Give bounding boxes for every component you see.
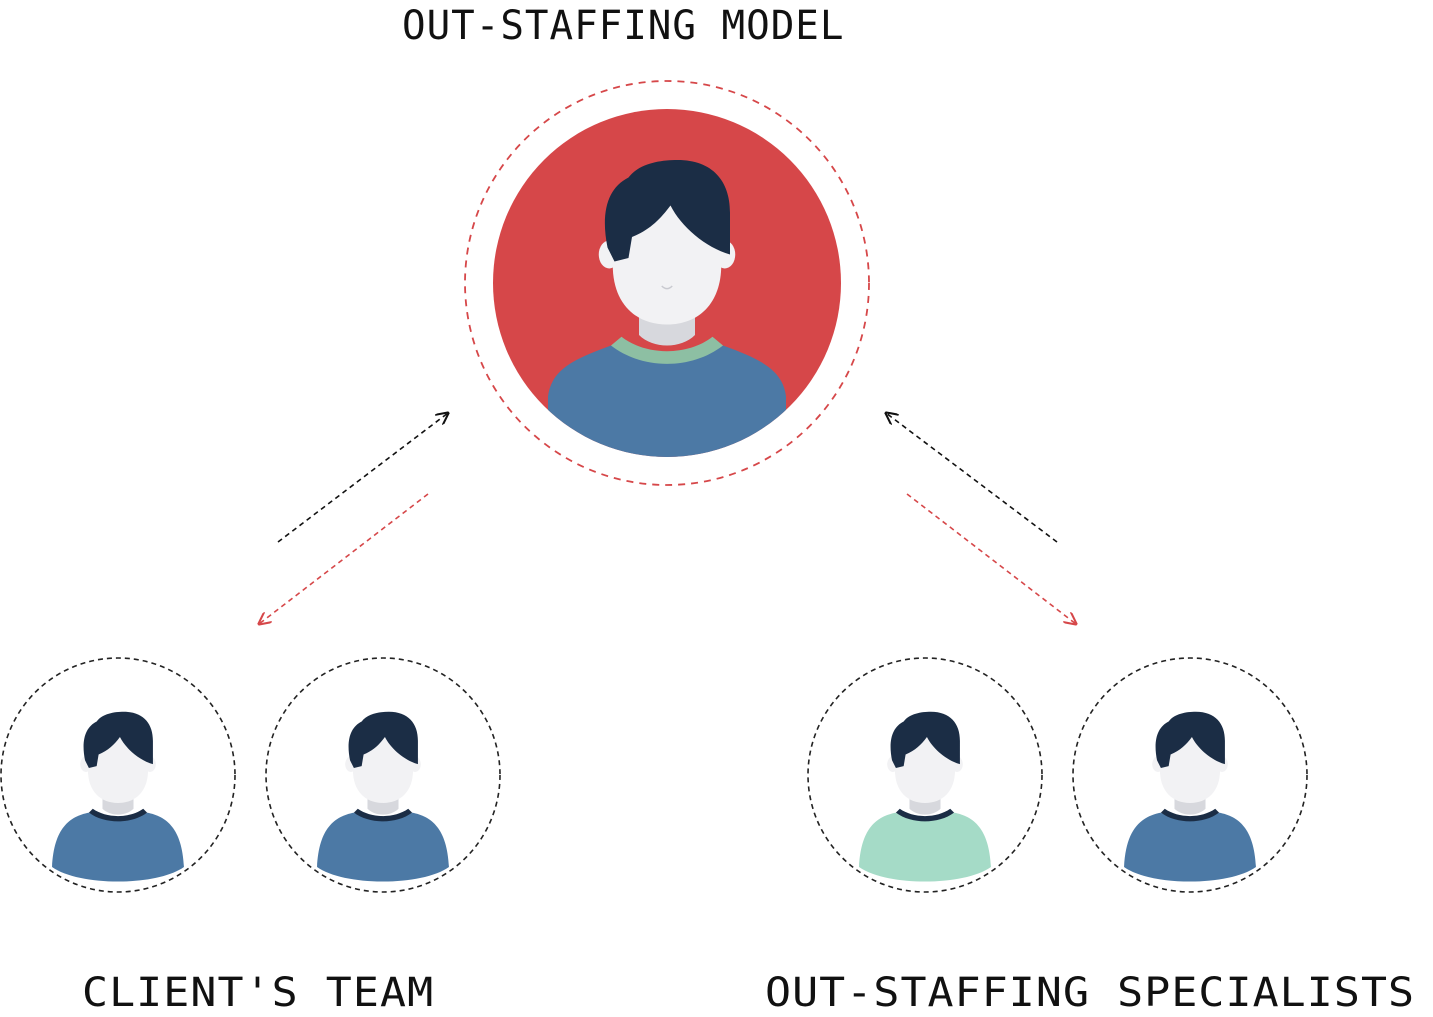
diagram-title: OUT-STAFFING MODEL [402, 3, 845, 49]
specialists-label: OUT-STAFFING SPECIALISTS [765, 970, 1416, 1016]
main-dashed-ring [464, 80, 870, 486]
specialist-1 [807, 657, 1043, 893]
person-avatar-icon [317, 711, 449, 882]
person-avatar-icon [1124, 711, 1256, 882]
main-node [464, 80, 870, 486]
client-team-label: CLIENT'S TEAM [82, 970, 435, 1016]
team-member-2 [265, 657, 501, 893]
arrow-specialists-to-main [886, 413, 1058, 543]
specialist-2 [1072, 657, 1308, 893]
arrow-main-to-specialists [906, 493, 1076, 624]
team-member-1 [0, 657, 236, 893]
person-avatar-icon [859, 711, 991, 882]
person-avatar-icon [52, 711, 184, 882]
client-team-group [0, 657, 501, 893]
arrow-team-to-main [277, 413, 448, 543]
specialists-group [807, 657, 1308, 893]
arrow-main-to-team [259, 493, 429, 624]
person-avatar-icon [548, 160, 786, 457]
